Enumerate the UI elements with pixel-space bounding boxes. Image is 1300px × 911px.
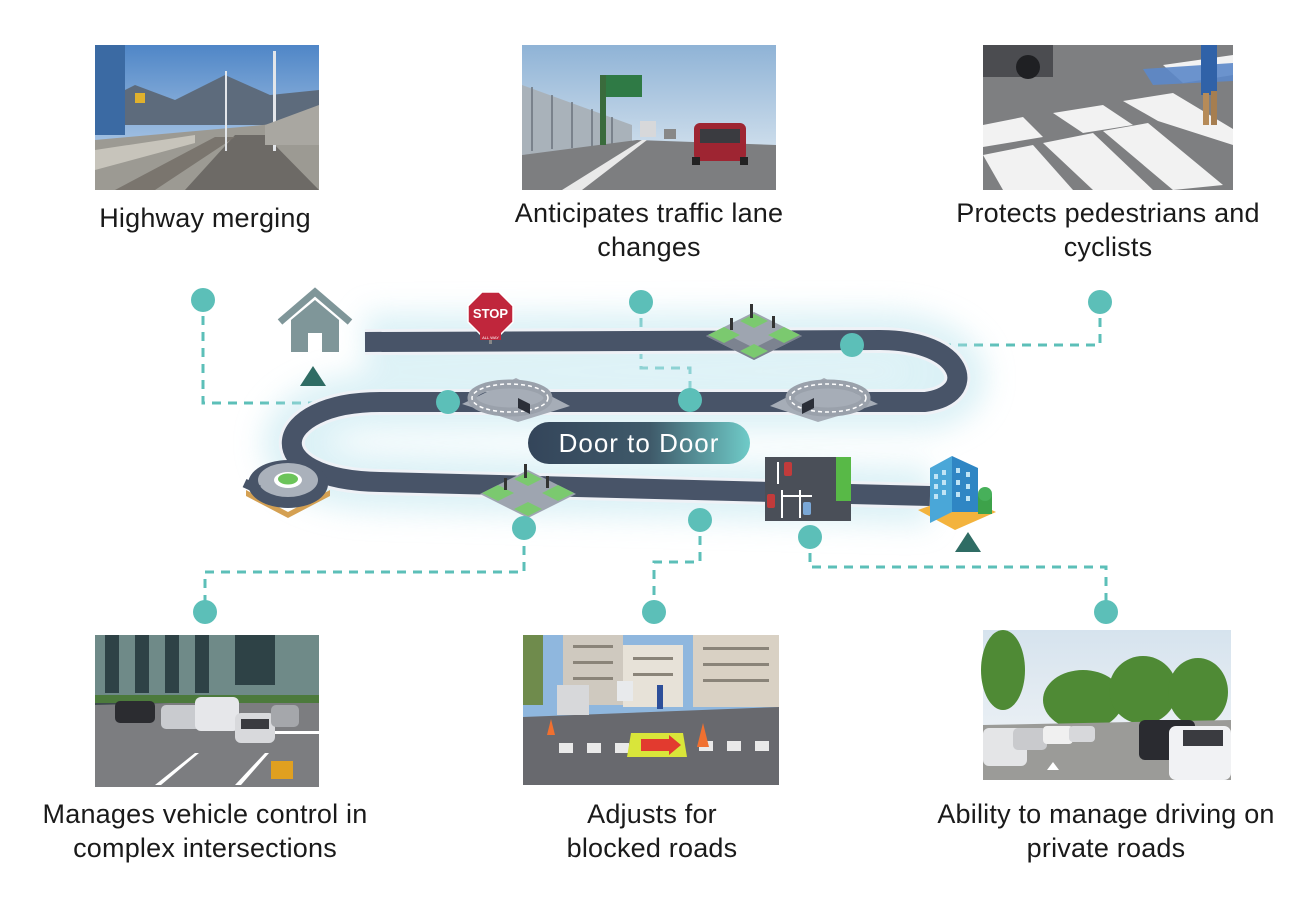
office-building-icon [918,456,996,530]
caption-highway-merging: Highway merging [99,203,311,233]
connector-private-roads [808,537,1108,612]
dot-route-parking [798,525,822,549]
crosswalk-photo [983,45,1233,190]
connector-intersections [203,530,526,612]
caption-lane-changes: Anticipates traffic lane changes [514,198,784,262]
connector-blocked-roads [652,520,702,612]
highway-merge-photo [95,45,319,190]
dot-private-roads [1094,600,1118,624]
roundabout-icon [242,460,330,518]
svg-text:ALL WAY: ALL WAY [482,335,499,340]
parking-lot-photo [981,630,1231,780]
door-to-door-label: Door to Door [559,428,720,458]
connector-dots [191,288,1118,624]
dot-route-lane [678,388,702,412]
roadwork-photo [523,635,779,785]
dot-intersections [193,600,217,624]
svg-text:STOP: STOP [473,306,508,321]
door-to-door-badge: Door to Door [528,422,750,464]
dot-pedestrians [1088,290,1112,314]
caption-blocked-roads: Adjusts for blocked roads [566,799,738,863]
highway-traffic-photo [522,45,776,190]
caption-pedestrians: Protects pedestrians and cyclists [956,198,1260,262]
intersection-bottom-icon [480,464,576,518]
dot-blocked-roads [642,600,666,624]
route-road [262,311,987,525]
caption-intersections: Manages vehicle control in complex inter… [42,799,368,863]
intersection-photo [95,635,319,787]
caption-private-roads: Ability to manage driving on private roa… [937,799,1275,863]
intersection-top-icon [706,304,802,360]
home-icon [277,287,353,352]
destination-marker-icon [955,532,981,552]
ramp-right-icon [770,378,878,422]
ramp-left-icon [462,378,570,422]
dot-lane-changes [629,290,653,314]
dot-highway-merging [191,288,215,312]
dot-route-merge [436,390,460,414]
dot-route-intersection [512,516,536,540]
dot-route-crossing [840,333,864,357]
stop-sign-icon: STOP ALL WAY [467,291,514,344]
parking-lot-icon [765,457,851,521]
start-marker-icon [300,366,326,386]
dot-route-blocked [688,508,712,532]
